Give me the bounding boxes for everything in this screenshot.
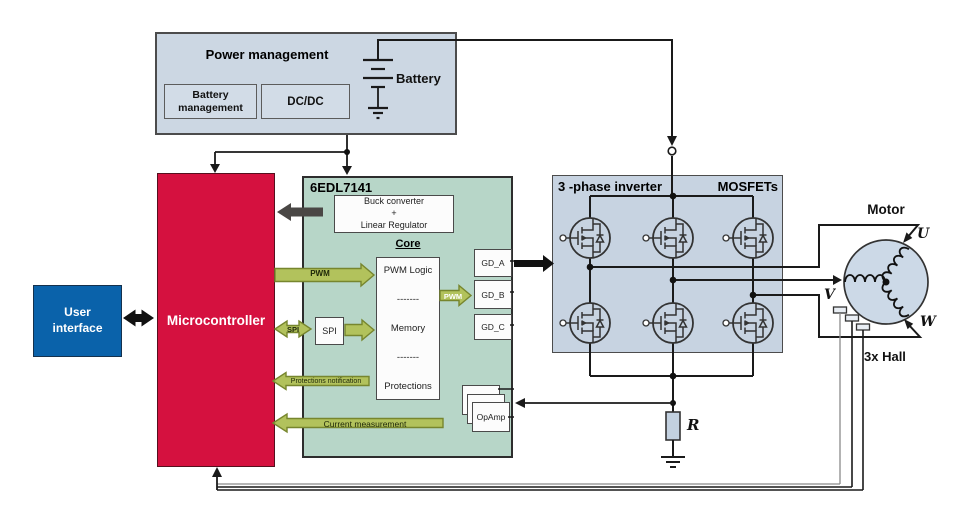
arrow-into-chip-top bbox=[342, 166, 352, 175]
buck-line-2: + bbox=[391, 208, 397, 219]
buck-converter-box: Buck converter + Linear Regulator bbox=[334, 195, 454, 233]
motor-label: Motor bbox=[867, 202, 905, 217]
spi-box: SPI bbox=[315, 317, 344, 345]
junction-dot bbox=[670, 400, 676, 406]
hall-sensors bbox=[832, 306, 871, 331]
core-item-pwm-logic: PWM Logic bbox=[383, 265, 433, 276]
protections-notification-label: Protections notification bbox=[290, 377, 362, 385]
core-box: PWM Logic ------- Memory ------- Protect… bbox=[376, 257, 440, 400]
shunt-resistor-label: R bbox=[687, 416, 700, 434]
arrow-phase-w bbox=[904, 319, 914, 330]
pwm-internal-label: PWM bbox=[443, 291, 463, 301]
core-item-divider-1: ------- bbox=[396, 294, 420, 305]
core-item-protections: Protections bbox=[384, 381, 432, 392]
motor-circle bbox=[843, 239, 929, 325]
opamp-box: OpAmp bbox=[472, 402, 510, 432]
microcontroller-block: Microcontroller bbox=[157, 173, 275, 467]
inverter-title: 3 -phase inverter bbox=[558, 179, 663, 194]
gd-a-box: GD_A bbox=[474, 249, 512, 277]
core-item-divider-2: ------- bbox=[396, 352, 420, 363]
phase-u-label: U bbox=[917, 226, 930, 242]
core-item-memory: Memory bbox=[390, 323, 426, 334]
arrow-phase-u bbox=[903, 232, 913, 243]
battery-management-box: Battery management bbox=[164, 84, 257, 119]
arrow-phase-v bbox=[833, 275, 842, 285]
gd-b-box: GD_B bbox=[474, 280, 512, 309]
power-management-title: Power management bbox=[205, 47, 329, 62]
inverter-block: 3 -phase inverter MOSFETs bbox=[552, 175, 783, 353]
arrow-into-mcu-top bbox=[210, 164, 220, 173]
ui-mcu-double-arrow bbox=[123, 309, 154, 327]
buck-line-3: Linear Regulator bbox=[360, 219, 428, 230]
junction-dot bbox=[669, 372, 677, 380]
gd-c-box: GD_C bbox=[474, 314, 512, 340]
gate-drive-arrow bbox=[514, 255, 554, 272]
arrow-into-inverter bbox=[667, 136, 677, 146]
ground-symbol bbox=[661, 440, 685, 468]
phase-v-label: V bbox=[824, 287, 835, 303]
core-title: Core bbox=[395, 238, 421, 250]
current-measurement-label: Current measurement bbox=[323, 418, 407, 429]
shunt-resistor bbox=[665, 411, 681, 441]
power-distribution-wire bbox=[214, 135, 348, 169]
dcdc-box: DC/DC bbox=[261, 84, 350, 119]
motor-star-point bbox=[882, 278, 890, 286]
motor-windings bbox=[844, 246, 910, 318]
arrow-into-opamp bbox=[515, 398, 525, 408]
battery-label: Battery bbox=[396, 71, 441, 86]
arrow-into-mcu-bottom bbox=[212, 467, 222, 477]
chip-title: 6EDL7141 bbox=[310, 180, 373, 195]
phase-w-label: W bbox=[920, 314, 936, 330]
gate-driver-chip-block: 6EDL7141 Buck converter + Linear Regulat… bbox=[302, 176, 513, 458]
user-interface-block: User interface bbox=[33, 285, 122, 357]
pwm-signal-label: PWM bbox=[310, 269, 330, 278]
buck-line-1: Buck converter bbox=[363, 196, 425, 207]
mosfets-label: MOSFETs bbox=[717, 179, 778, 194]
junction-dot bbox=[344, 149, 350, 155]
spi-signal-label: SPI bbox=[286, 325, 300, 334]
terminal-circle bbox=[667, 146, 677, 156]
hall-label: 3x Hall bbox=[864, 349, 906, 364]
